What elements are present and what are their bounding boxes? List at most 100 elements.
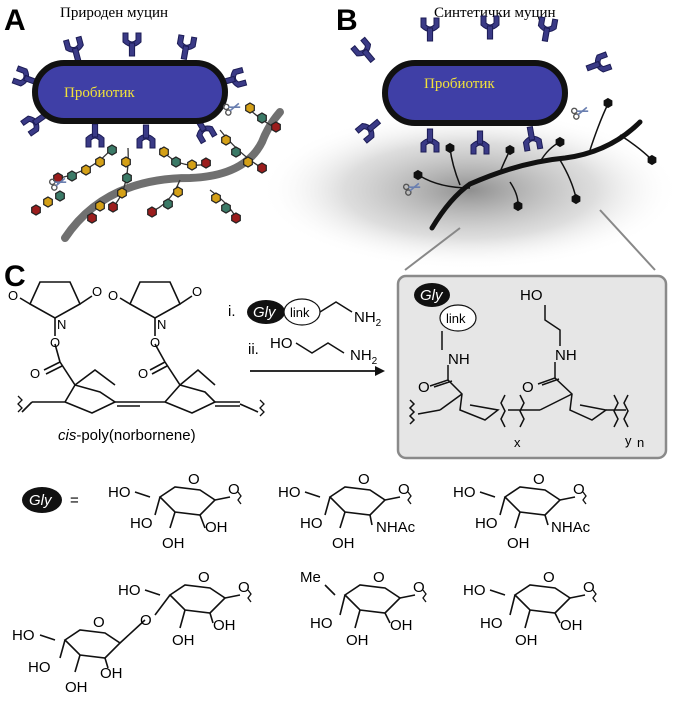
atom-label: O xyxy=(543,569,555,586)
panel-b-probiotic-label: Пробиотик xyxy=(424,76,495,92)
sugar-rings xyxy=(39,486,597,673)
panel-a-letter: A xyxy=(4,4,26,37)
receptor-icon xyxy=(420,17,440,42)
atom-label: OH xyxy=(332,535,355,552)
nhs-polymer-structure xyxy=(17,281,265,417)
atom-label: HO xyxy=(463,582,486,599)
panel-a: A Природен муцин Пробиотик xyxy=(4,4,284,242)
atom-label: O xyxy=(358,471,370,488)
gly-text: Gly xyxy=(29,492,53,509)
atom-label: OH xyxy=(346,632,369,649)
atom-label: O xyxy=(192,284,202,299)
gly-badge xyxy=(22,487,62,513)
atom-label: O xyxy=(140,612,152,629)
receptor-icon xyxy=(63,35,88,64)
link-text: link xyxy=(290,305,310,320)
atom-label: OH xyxy=(205,519,228,536)
atom-label: OH xyxy=(560,617,583,634)
atom-label: O xyxy=(92,284,102,299)
zoom-line-right xyxy=(599,209,656,271)
atom-label: O xyxy=(398,481,410,498)
atom-label: O xyxy=(573,481,585,498)
link-badge xyxy=(439,304,477,332)
atom-label: HO xyxy=(480,615,503,632)
atom-label: HO xyxy=(12,627,35,644)
atom-label: OH xyxy=(100,665,123,682)
atom-label: OH xyxy=(172,632,195,649)
gly-badge xyxy=(247,300,285,324)
subscript-y: y xyxy=(625,433,632,448)
step-i-label: i. xyxy=(228,303,236,320)
panel-b: B Синтетички муцин Пробиотик xyxy=(260,4,674,271)
panel-b-title: Синтетички муцин xyxy=(434,5,556,21)
ethanolamine-ho: HO xyxy=(270,335,293,352)
atom-label: OH xyxy=(213,617,236,634)
atom-label: O xyxy=(583,579,595,596)
atom-label: O xyxy=(188,471,200,488)
atom-label: OH xyxy=(65,679,88,696)
atom-label: NHAc xyxy=(551,519,591,536)
atom-label: O xyxy=(108,288,118,303)
glycan-chains xyxy=(31,102,281,224)
atom-label: HO xyxy=(475,515,498,532)
probiotic-cell xyxy=(32,60,228,124)
receptor-icon xyxy=(583,51,613,78)
atom-label: O xyxy=(522,379,534,396)
gly-text: Gly xyxy=(253,304,277,321)
atom-label: HO xyxy=(130,515,153,532)
receptor-icon xyxy=(136,124,156,149)
gly-text: Gly xyxy=(420,287,444,304)
polymer-name: cis-poly(norbornene) xyxy=(58,427,196,444)
receptor-icon xyxy=(85,123,105,148)
mucin-backbone xyxy=(61,108,284,242)
atom-label: HO xyxy=(300,515,323,532)
atom-label: HO xyxy=(278,484,301,501)
scissors-icon xyxy=(570,103,591,121)
atom-label: NH xyxy=(448,351,470,368)
atom-label: N xyxy=(57,317,66,332)
atom-label: N xyxy=(157,317,166,332)
panel-a-title: Природен муцин xyxy=(60,5,168,21)
atom-label: O xyxy=(8,288,18,303)
atom-label: HO xyxy=(118,582,141,599)
atom-label: OH xyxy=(390,617,413,634)
atom-label: OH xyxy=(515,632,538,649)
shadow-halo xyxy=(260,110,674,270)
probiotic-cell xyxy=(382,60,568,126)
panel-c: C O O O O N N xyxy=(4,260,668,460)
atom-label: O xyxy=(198,569,210,586)
panel-b-letter: B xyxy=(336,4,358,37)
link-text: link xyxy=(446,311,466,326)
atom-label: O xyxy=(413,579,425,596)
panel-c-letter: C xyxy=(4,260,26,293)
step-ii-label: ii. xyxy=(248,341,259,358)
atom-label: O xyxy=(138,366,148,381)
subscript-n: n xyxy=(637,435,644,450)
atom-label: HO xyxy=(108,484,131,501)
subscript-x: x xyxy=(514,435,521,450)
atom-label: HO xyxy=(28,659,51,676)
sugar-legend: Gly = xyxy=(12,471,597,696)
amine-label: NH2 xyxy=(354,309,382,329)
atom-label: NHAc xyxy=(376,519,416,536)
atom-label: O xyxy=(93,614,105,631)
atom-label: HO xyxy=(453,484,476,501)
atom-label: HO xyxy=(520,287,543,304)
arrowhead-icon xyxy=(375,366,385,376)
atom-label: O xyxy=(50,335,60,350)
receptor-icon xyxy=(350,36,381,68)
synthetic-backbone xyxy=(429,119,643,231)
atom-label: O xyxy=(418,379,430,396)
ethanolamine-nh2: NH2 xyxy=(350,347,378,367)
atom-label: O xyxy=(533,471,545,488)
atom-label: Me xyxy=(300,569,321,586)
atom-label: NH xyxy=(555,347,577,364)
atom-label: O xyxy=(150,335,160,350)
receptor-icon xyxy=(122,32,142,57)
atom-label: O xyxy=(228,481,240,498)
receptor-icon xyxy=(174,34,198,62)
atom-label: O xyxy=(238,579,250,596)
atom-label: O xyxy=(30,366,40,381)
gly-badge xyxy=(414,283,450,307)
